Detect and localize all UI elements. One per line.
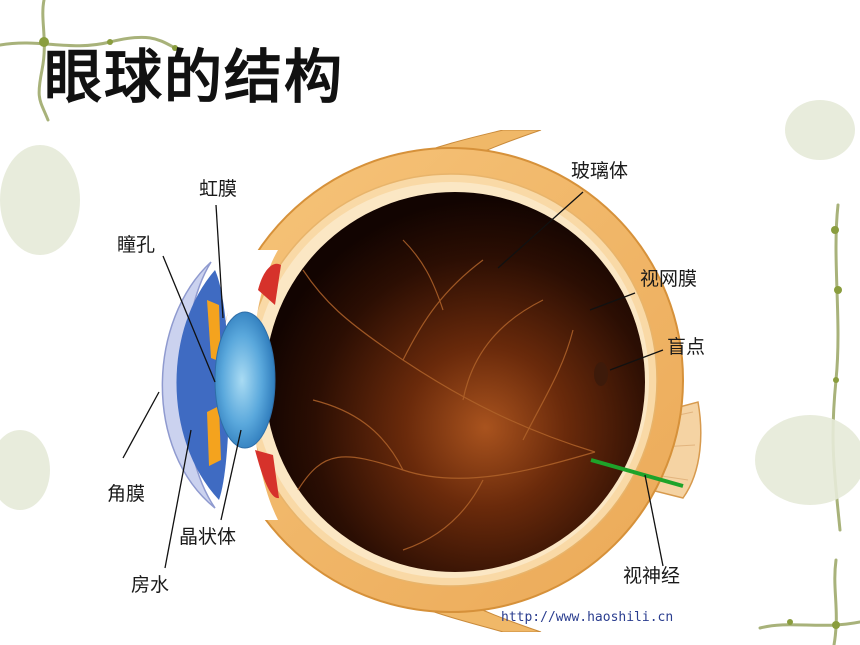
blind-spot: [594, 362, 608, 386]
ciliary-body-lower: [255, 450, 279, 499]
label-retina: 视网膜: [640, 268, 698, 290]
watermark-url: http://www.haoshili.cn: [501, 610, 674, 625]
retinal-vessels: [297, 239, 596, 551]
optic-nerve-line: [590, 458, 684, 488]
page-title: 眼球的结构: [44, 43, 345, 111]
label-vitreous: 玻璃体: [571, 160, 629, 182]
eye-illustration: [122, 130, 702, 632]
ciliary-body-upper: [258, 263, 281, 305]
lens: [214, 311, 276, 449]
label-lens: 晶状体: [179, 526, 237, 548]
vitreous-body: [265, 192, 645, 572]
label-pupil: 瞳孔: [117, 234, 156, 256]
label-aqueous-humor: 房水: [131, 574, 170, 596]
label-iris: 虹膜: [199, 178, 238, 200]
label-optic-nerve: 视神经: [623, 565, 681, 587]
eye-diagram: 虹膜 瞳孔 角膜 房水 晶状体 玻璃体 视网膜 盲点 视神经 http://ww…: [103, 130, 741, 632]
label-cornea: 角膜: [107, 483, 146, 505]
iris: [207, 300, 221, 362]
label-blind-spot: 盲点: [667, 336, 706, 358]
